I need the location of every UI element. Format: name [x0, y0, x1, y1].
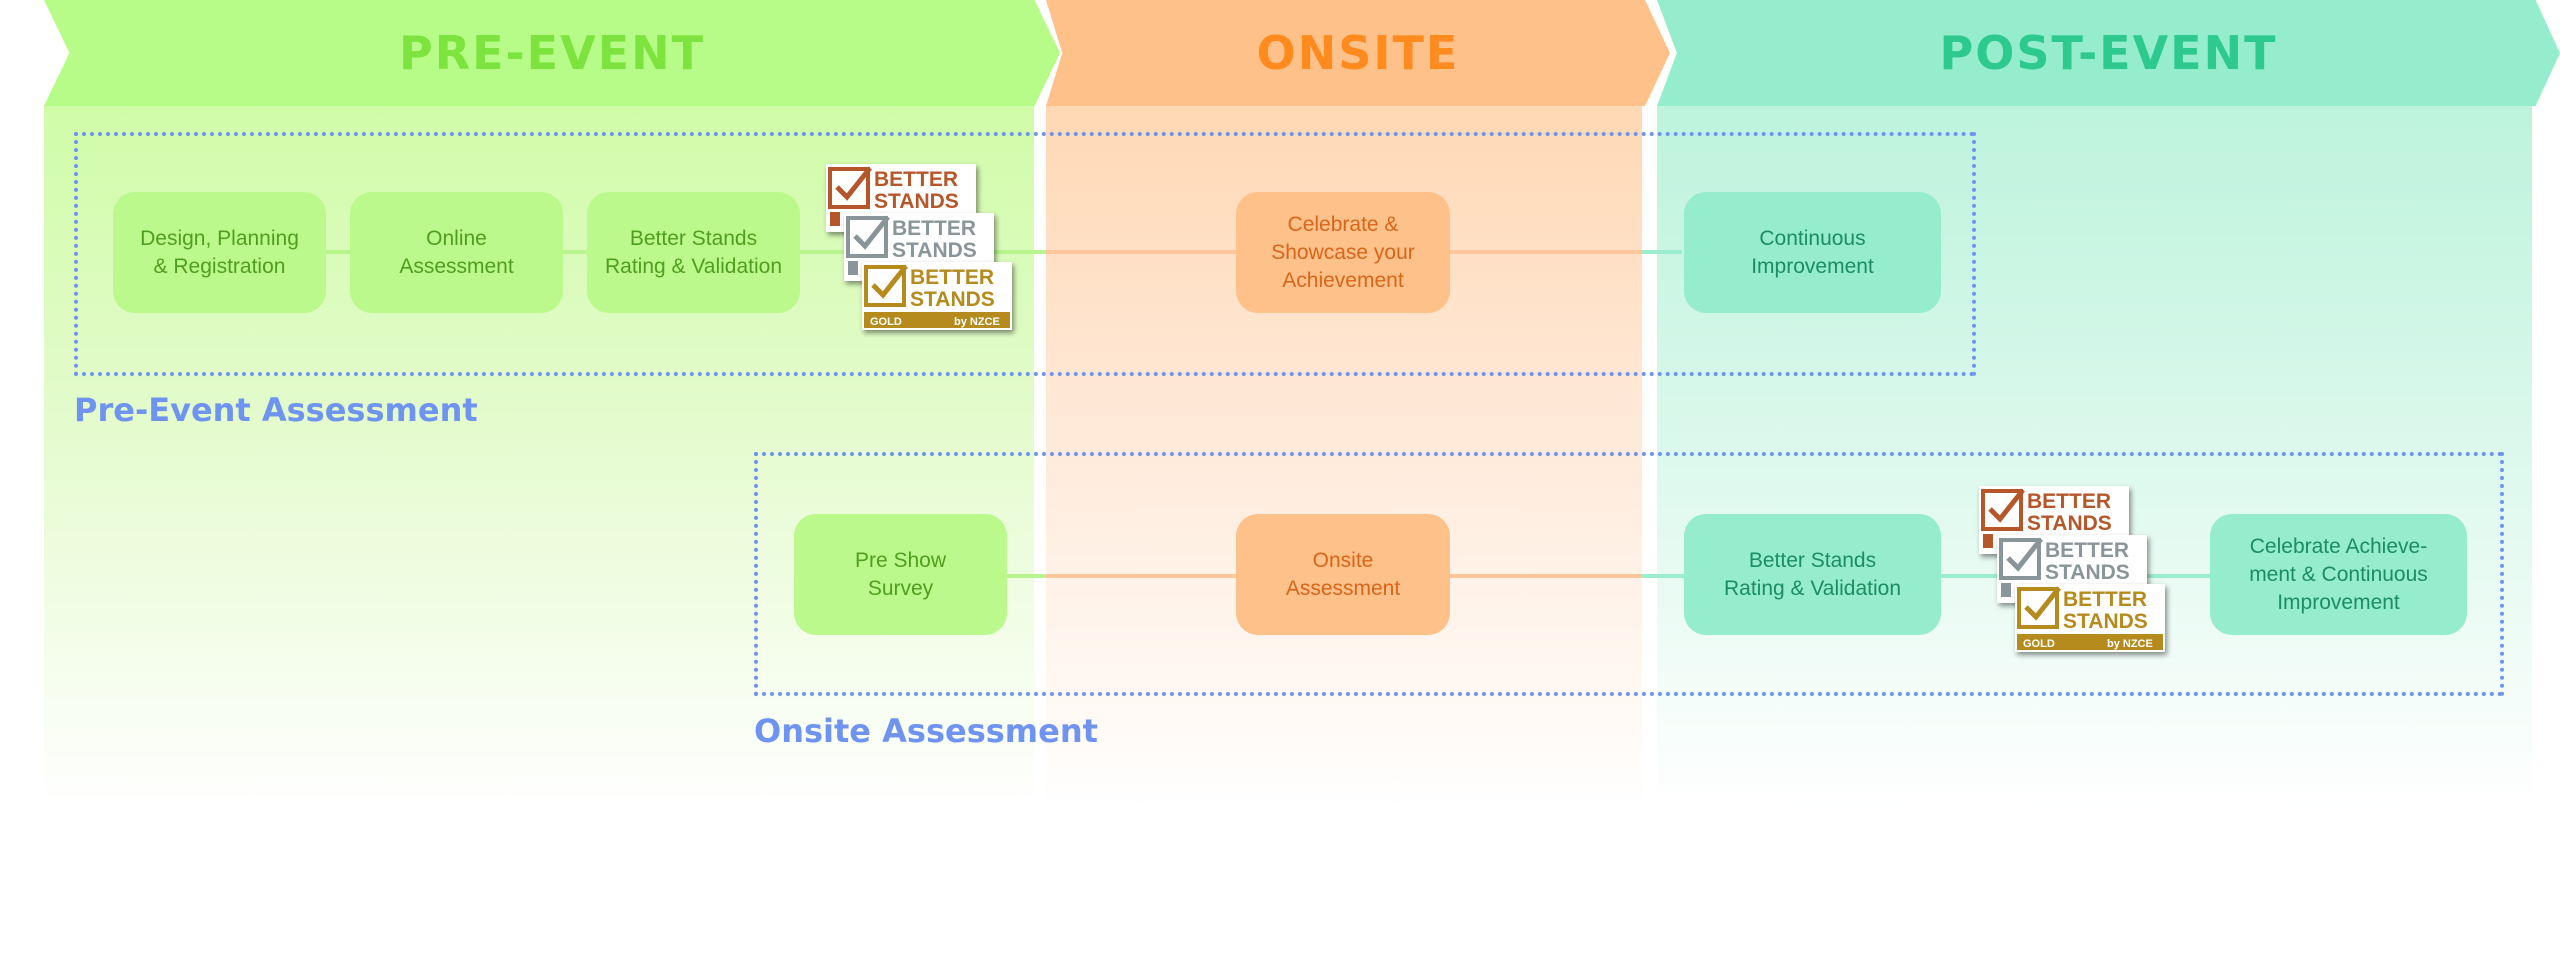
connector-line	[1642, 250, 1682, 254]
pre-event-assessment-box	[74, 132, 1976, 376]
checkbox-icon	[828, 167, 870, 209]
badge-tier: GOLD	[870, 316, 902, 328]
checkbox-icon	[2017, 587, 2059, 629]
phase-title-post-event: POST-EVENT	[1939, 26, 2278, 80]
step-rating-validation-post: Better Stands Rating & Validation	[1684, 514, 1941, 635]
better-stands-badge-gold: BETTER STANDS GOLD by NZCE	[2015, 584, 2165, 652]
badge-by: by NZCE	[2107, 638, 2153, 650]
pre-event-assessment-label: Pre-Event Assessment	[74, 391, 478, 429]
badge-line-2: STANDS	[2045, 561, 2130, 584]
phase-title-pre-event: PRE-EVENT	[399, 26, 705, 80]
badge-by: by NZCE	[954, 316, 1000, 328]
connector-line	[1000, 574, 1046, 578]
badge-line-2: STANDS	[910, 288, 995, 311]
step-continuous-improvement: Continuous Improvement	[1684, 192, 1941, 313]
badge-line-1: BETTER	[892, 217, 976, 240]
badge-line-2: STANDS	[892, 239, 977, 262]
onsite-assessment-label: Onsite Assessment	[754, 712, 1098, 750]
step-onsite-assessment: Onsite Assessment	[1236, 514, 1450, 635]
badge-line-2: STANDS	[2027, 512, 2112, 535]
phase-banner-onsite: ONSITE	[1046, 0, 1670, 106]
badge-line-2: STANDS	[2063, 610, 2148, 633]
badge-tier: GOLD	[2023, 638, 2055, 650]
badge-line-1: BETTER	[910, 266, 994, 289]
phase-banner-post-event: POST-EVENT	[1657, 0, 2560, 106]
step-celebrate-showcase: Celebrate & Showcase your Achievement	[1236, 192, 1450, 313]
checkbox-icon	[1999, 538, 2041, 580]
step-celebrate-continuous-improvement: Celebrate Achieve- ment & Continuous Imp…	[2210, 514, 2467, 635]
phase-title-onsite: ONSITE	[1256, 26, 1460, 80]
badge-line-2: STANDS	[874, 190, 959, 213]
step-design-planning-registration: Design, Planning & Registration	[113, 192, 326, 313]
better-stands-badge-gold: BETTER STANDS GOLD by NZCE	[862, 262, 1012, 330]
badge-line-1: BETTER	[2063, 588, 2147, 611]
step-pre-show-survey: Pre Show Survey	[794, 514, 1007, 635]
checkbox-icon	[864, 265, 906, 307]
step-online-assessment: Online Assessment	[350, 192, 563, 313]
badge-line-1: BETTER	[2045, 539, 2129, 562]
checkbox-icon	[1981, 489, 2023, 531]
onsite-assessment-box	[754, 452, 2504, 696]
badge-line-1: BETTER	[874, 168, 958, 191]
phase-banner-pre-event: PRE-EVENT	[44, 0, 1060, 106]
step-rating-validation: Better Stands Rating & Validation	[587, 192, 800, 313]
badge-line-1: BETTER	[2027, 490, 2111, 513]
checkbox-icon	[846, 216, 888, 258]
